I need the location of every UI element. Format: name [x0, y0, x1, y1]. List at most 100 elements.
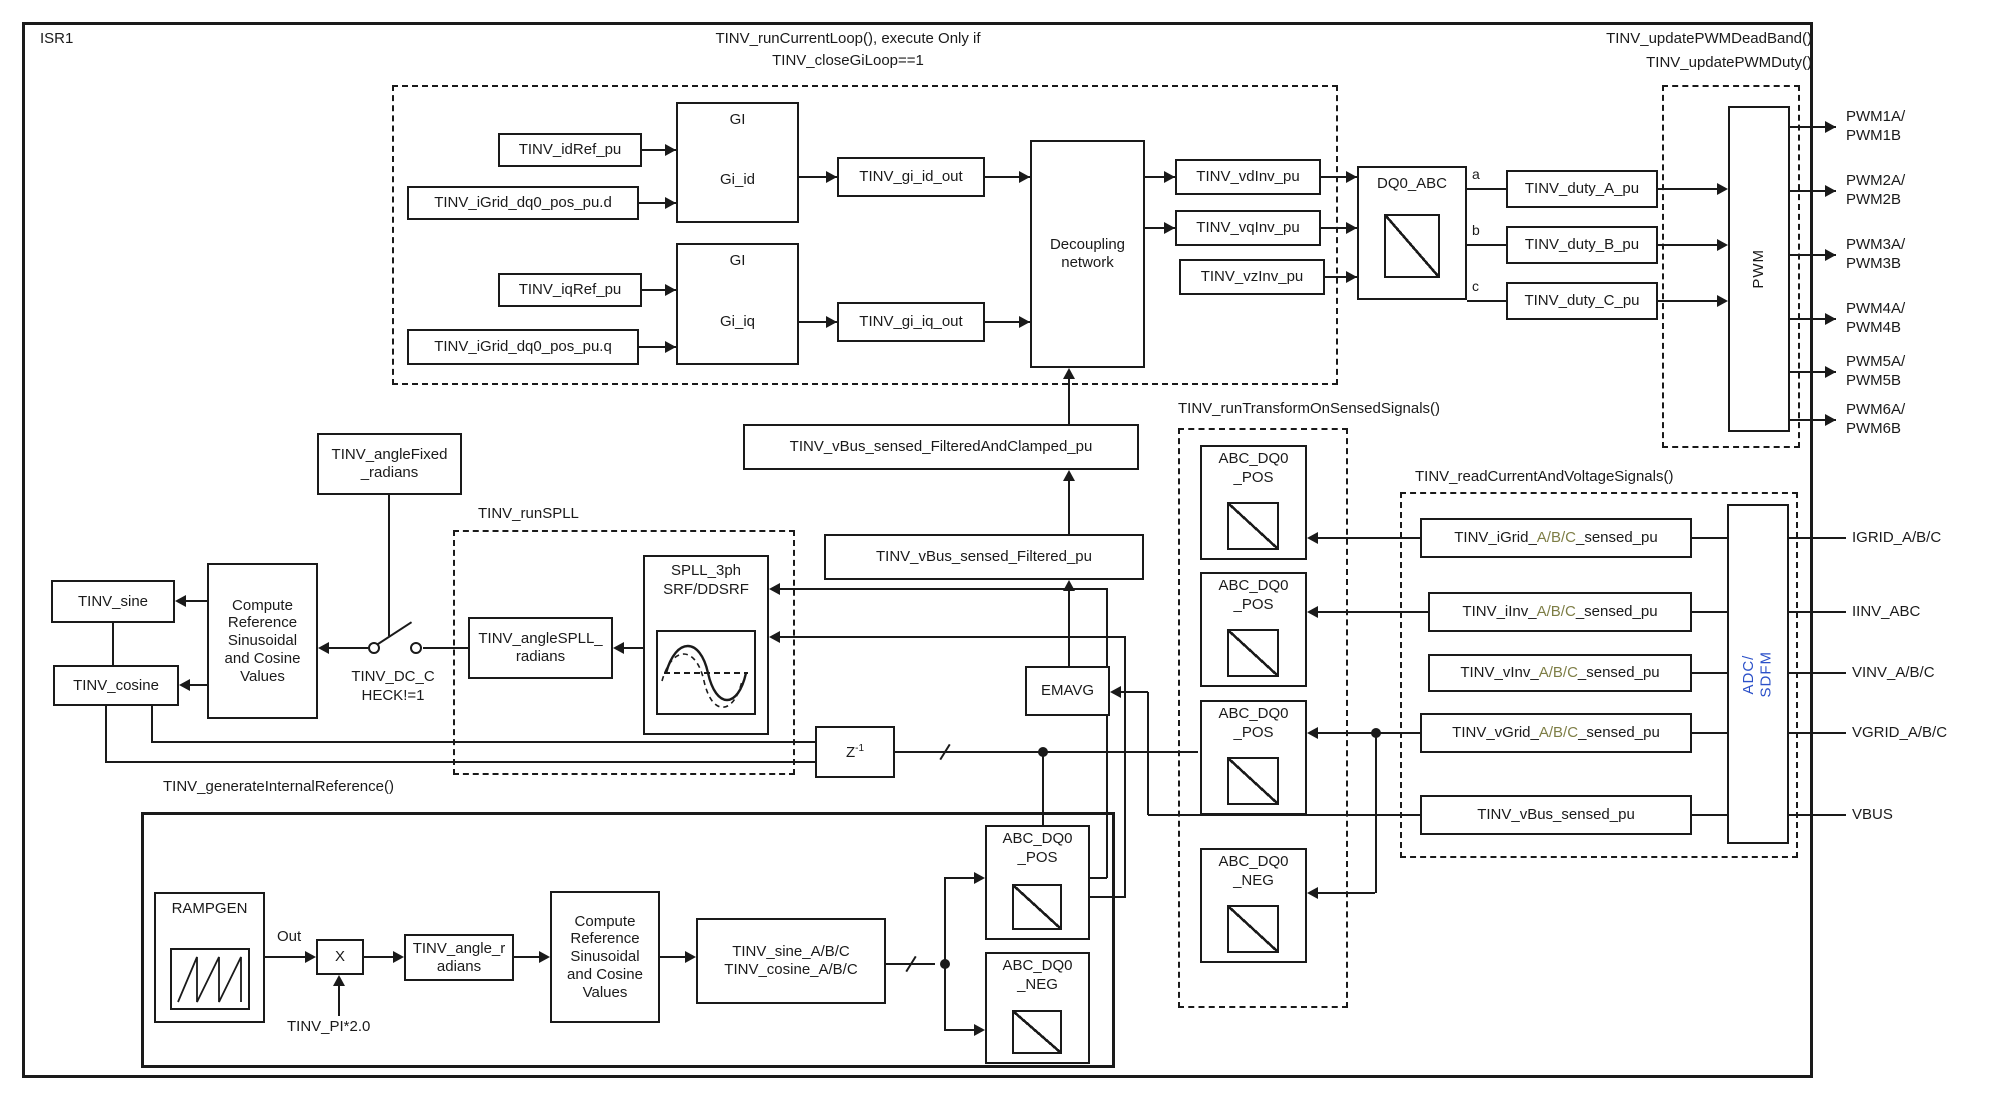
wire — [1658, 188, 1717, 190]
arrow-icon — [665, 284, 676, 296]
out-label: Out — [277, 928, 302, 945]
sine-cosine-abc-box: TINV_sine_A/B/C TINV_cosine_A/B/C — [696, 918, 886, 1004]
wire — [1658, 244, 1717, 246]
generate-reference-box — [141, 812, 1115, 1068]
switch-contact-icon — [410, 642, 422, 654]
gi-iq-block — [676, 243, 799, 365]
wire — [985, 321, 1030, 323]
wire — [944, 879, 946, 1030]
arrow-icon — [1717, 183, 1728, 195]
phase-b-label: b — [1472, 222, 1480, 238]
spll-block-title: SPLL_3ph SRF/DDSRF — [663, 562, 749, 598]
duty-c-box: TINV_duty_C_pu — [1506, 282, 1658, 320]
arrow-icon — [1164, 222, 1175, 234]
pwm-output-label: PWM3A/ PWM3B — [1846, 236, 1906, 272]
vdinv-box: TINV_vdInv_pu — [1175, 159, 1321, 195]
angle-spll-box: TINV_angleSPLL_ radians — [468, 617, 613, 679]
wire — [1790, 126, 1836, 128]
cosine-box: TINV_cosine — [53, 665, 179, 706]
duty-a-box: TINV_duty_A_pu — [1506, 170, 1658, 208]
wire — [1318, 732, 1420, 734]
wire — [799, 321, 837, 323]
multiplier-block: X — [316, 939, 364, 975]
rampgen-label: RAMPGEN — [171, 900, 248, 917]
wire — [624, 647, 643, 649]
arrow-icon — [1825, 366, 1836, 378]
phase-c-label: c — [1472, 278, 1479, 294]
compute-reference-block: Compute Reference Sinusoidal and Cosine … — [207, 563, 318, 719]
vbus-filtered-box: TINV_vBus_sensed_Filtered_pu — [824, 534, 1144, 580]
junction-dot — [1371, 728, 1381, 738]
emavg-block: EMAVG — [1025, 666, 1110, 716]
wire — [1321, 176, 1357, 178]
wire — [364, 956, 393, 958]
wire — [1121, 691, 1148, 693]
external-signal-label: VINV_A/B/C — [1852, 664, 1935, 681]
wire — [151, 706, 153, 743]
current-loop-title-line1: TINV_runCurrentLoop(), execute Only if — [715, 30, 981, 47]
wire — [1789, 814, 1846, 816]
arrow-icon — [175, 595, 186, 607]
wire — [780, 588, 1108, 590]
arrow-icon — [613, 642, 624, 654]
abc-phase-text: A/B/C — [1536, 603, 1576, 621]
duty-b-box: TINV_duty_B_pu — [1506, 226, 1658, 264]
arrow-icon — [974, 872, 985, 884]
external-signal-label: VBUS — [1852, 806, 1893, 823]
external-signal-label: IINV_ABC — [1852, 603, 1921, 620]
arrow-icon — [1307, 727, 1318, 739]
dq0-transform-icon — [1012, 884, 1062, 930]
gi-id-block — [676, 102, 799, 223]
sawtooth-icon — [177, 956, 242, 1003]
wire — [944, 1029, 975, 1031]
gi-iq-header: GI — [729, 252, 746, 269]
arrow-icon — [1346, 271, 1357, 283]
arrow-icon — [1825, 313, 1836, 325]
gi-id-header: GI — [729, 111, 746, 128]
wire — [1692, 611, 1727, 613]
arrow-icon — [665, 197, 676, 209]
wire — [112, 623, 114, 665]
igrid-q-box: TINV_iGrid_dq0_pos_pu.q — [407, 329, 639, 365]
wire — [338, 986, 340, 1016]
update-pwm-deadband-label: TINV_updatePWMDeadBand() — [1606, 30, 1812, 47]
wire — [1042, 752, 1044, 825]
read-signals-dashed-box — [1400, 492, 1798, 858]
compute-reference-block-2: Compute Reference Sinusoidal and Cosine … — [550, 891, 660, 1023]
igrid-d-box: TINV_iGrid_dq0_pos_pu.d — [407, 186, 639, 220]
abc-dq0-pos-label: ABC_DQ0 _POS — [1218, 577, 1289, 613]
wire — [186, 600, 207, 602]
angle-fixed-box: TINV_angleFixed _radians — [317, 433, 462, 495]
wire — [1790, 371, 1836, 373]
arrow-icon — [1825, 414, 1836, 426]
dq0-transform-icon — [1227, 757, 1279, 805]
junction-dot — [1038, 747, 1048, 757]
spll-dashed-box — [453, 530, 795, 775]
wire — [1790, 190, 1836, 192]
wire — [1467, 300, 1506, 302]
pi-constant-label: TINV_PI*2.0 — [287, 1018, 371, 1035]
arrow-icon — [318, 642, 329, 654]
wire — [1147, 692, 1149, 815]
wire — [329, 647, 368, 649]
pwm-dashed-box — [1662, 85, 1800, 448]
junction-dot — [940, 959, 950, 969]
vzinv-box: TINV_vzInv_pu — [1179, 259, 1325, 295]
abc-phase-text: A/B/C — [1538, 664, 1578, 682]
wire — [1145, 227, 1175, 229]
adc-sdfm-label: ADC/ SDFM — [1740, 650, 1775, 698]
wire — [799, 176, 837, 178]
wire — [642, 149, 676, 151]
wire — [1318, 537, 1420, 539]
gi-iq-body: Gi_iq — [719, 312, 756, 330]
vbus-sensed-box: TINV_vBus_sensed_pu — [1420, 795, 1692, 835]
wire — [1375, 733, 1377, 893]
pwm-output-label: PWM6A/ PWM6B — [1846, 401, 1906, 437]
arrow-icon — [769, 583, 780, 595]
wire — [1467, 244, 1506, 246]
sine-wave-icon — [661, 644, 748, 709]
pwm-block-label: PWM — [1750, 249, 1768, 289]
wire — [1090, 877, 1107, 879]
wire — [105, 761, 815, 763]
